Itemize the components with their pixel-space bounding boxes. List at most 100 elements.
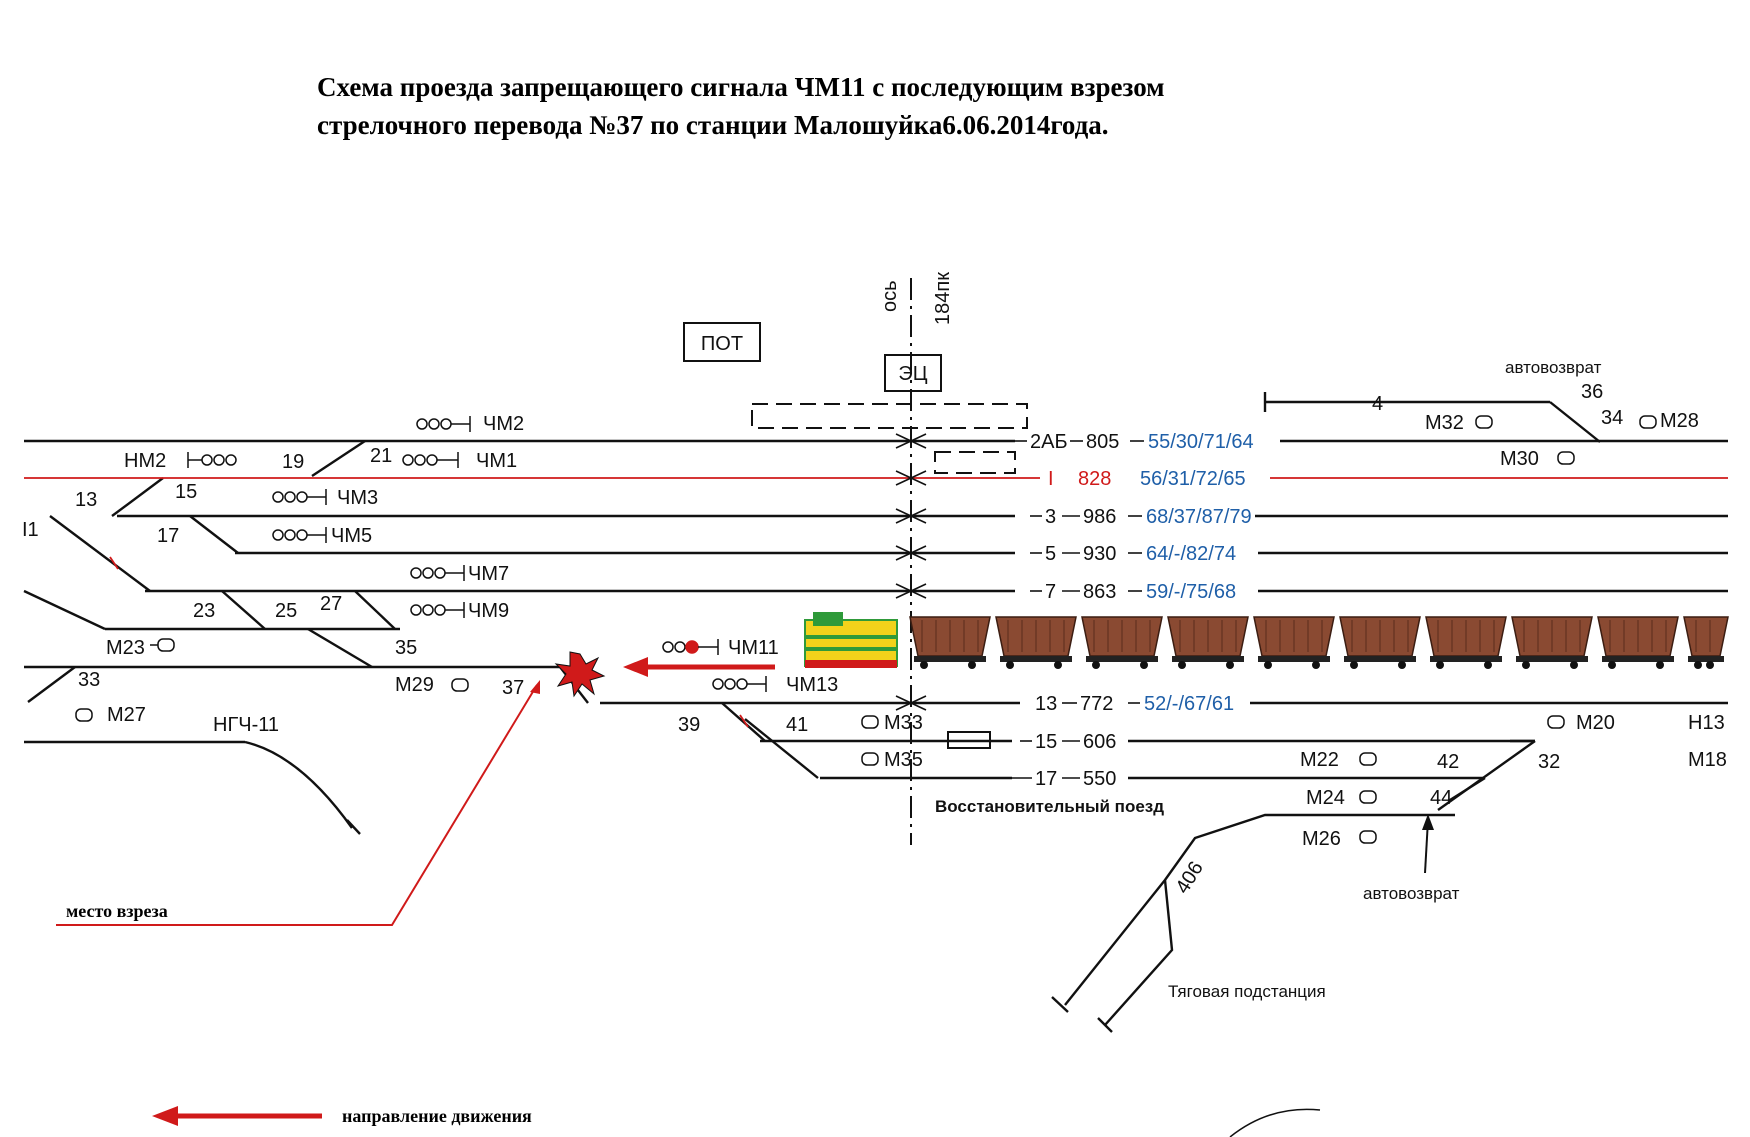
switch-27: 27 <box>320 593 342 615</box>
diag-35 <box>307 627 373 669</box>
signal-lamp-icon <box>272 527 327 543</box>
signal-chm11: ЧМ11 <box>728 637 779 659</box>
cut-place-arrow-icon <box>530 680 540 694</box>
track-i-red <box>24 477 1728 728</box>
wagon-train <box>909 616 1729 669</box>
repair-train-label: Восстановительный поезд <box>935 797 1164 816</box>
switch-i1: I1 <box>22 519 39 541</box>
dashed-buildings <box>751 403 1028 474</box>
signal-m18: М18 <box>1688 749 1727 771</box>
switch-41: 41 <box>786 714 808 736</box>
end-traction-a <box>1051 996 1069 1013</box>
diag-17 <box>189 515 239 554</box>
pot-label: ПОТ <box>701 333 743 355</box>
signature-scribble <box>1229 1108 1321 1137</box>
locomotive-icon <box>804 612 898 668</box>
signal-chm13: ЧМ13 <box>786 674 838 696</box>
track-fill-7: 59/-/75/68 <box>1146 581 1236 603</box>
track-len-17: 550 <box>1083 768 1116 790</box>
switch-34: 34 <box>1601 407 1623 429</box>
end-traction-b <box>1097 1017 1113 1033</box>
ec-label: ЭЦ <box>898 363 927 385</box>
switch-36: 36 <box>1581 381 1603 403</box>
legend-arrow-icon <box>152 1106 178 1126</box>
track-len-15: 606 <box>1083 731 1116 753</box>
track-fill-1: 56/31/72/65 <box>1140 468 1246 490</box>
explosion-icon <box>554 651 606 698</box>
shunt-signal-icon <box>1475 415 1493 429</box>
signal-n13: Н13 <box>1688 712 1725 734</box>
shunt-signals <box>75 415 1657 844</box>
track-fill-2ab: 55/30/71/64 <box>1148 431 1254 453</box>
shunt-signal-icon <box>1557 451 1575 465</box>
signal-chm2: ЧМ2 <box>483 413 524 435</box>
track-num-5: 5 <box>1045 543 1056 565</box>
diag-42 <box>1449 776 1486 802</box>
switch-15: 15 <box>175 481 197 503</box>
switch-35: 35 <box>395 637 417 659</box>
track-traction-a <box>1064 813 1455 1006</box>
shunt-signal-icon <box>1359 790 1377 804</box>
signal-m27: М27 <box>107 704 146 726</box>
signal-lamp-icon <box>187 452 237 468</box>
track-dashes <box>1012 440 1144 779</box>
diag-23-25 <box>221 590 266 630</box>
track-len-5: 930 <box>1083 543 1116 565</box>
diag-33 <box>27 666 76 703</box>
shunt-signal-icon <box>150 638 175 652</box>
track-num-7: 7 <box>1045 581 1056 603</box>
wagon-icon <box>1081 616 1163 669</box>
shunt-signal-icon <box>75 708 93 722</box>
signal-lamp-icon <box>410 565 465 581</box>
track-ngch-curve <box>244 740 353 829</box>
switch-13: 13 <box>75 489 97 511</box>
signal-m35: М35 <box>884 749 923 771</box>
signal-m30: М30 <box>1500 448 1539 470</box>
title-line-2: стрелочного перевода №37 по станции Мало… <box>317 110 1109 140</box>
track-num-3: 3 <box>1045 506 1056 528</box>
switch-17: 17 <box>157 525 179 547</box>
cut-place-label: место взреза <box>66 901 168 921</box>
signal-m29: М29 <box>395 674 434 696</box>
track-num-15: 15 <box>1035 731 1057 753</box>
track-num-2ab: 2АБ <box>1030 431 1068 453</box>
cut-place-pointer <box>56 684 538 926</box>
diag-41 <box>721 702 766 742</box>
ec-box <box>884 354 942 392</box>
signal-m23: М23 <box>106 637 145 659</box>
wagon-icon <box>909 616 991 669</box>
switch-32: 32 <box>1538 751 1560 773</box>
switch-39: 39 <box>678 714 700 736</box>
traction-substation-label: Тяговая подстанция <box>1168 982 1326 1001</box>
switch-25: 25 <box>275 600 297 622</box>
shunt-signal-icon <box>1359 830 1377 844</box>
diag-27 <box>354 590 396 630</box>
diag-34-36 <box>1549 401 1601 443</box>
signal-lamp-icon <box>272 489 327 505</box>
track-len-2ab: 805 <box>1086 431 1119 453</box>
switch-44: 44 <box>1430 787 1452 809</box>
direction-arrow-icon <box>623 657 775 677</box>
crossover-13-15 <box>111 477 164 517</box>
track-len-13: 772 <box>1080 693 1113 715</box>
track-lines <box>23 392 1728 1033</box>
autoreturn-bottom-label: автовозврат <box>1363 884 1460 903</box>
track-fill-5: 64/-/82/74 <box>1146 543 1236 565</box>
crossover-19-21 <box>311 439 366 478</box>
track-len-7: 863 <box>1083 581 1116 603</box>
signal-m32: М32 <box>1425 412 1464 434</box>
switch-21: 21 <box>370 445 392 467</box>
shunt-signal-icon <box>1639 415 1657 429</box>
shunt-signal-icon <box>1547 715 1565 729</box>
autoreturn-top-label: автовозврат <box>1505 358 1602 377</box>
signal-m28: М28 <box>1660 410 1699 432</box>
signal-nm2: НМ2 <box>124 450 166 472</box>
switch-33: 33 <box>78 669 100 691</box>
signal-chm9: ЧМ9 <box>468 600 509 622</box>
signal-m26: М26 <box>1302 828 1341 850</box>
signal-chm1: ЧМ1 <box>476 450 517 472</box>
signal-chm7: ЧМ7 <box>468 563 509 585</box>
pot-box <box>683 322 761 362</box>
